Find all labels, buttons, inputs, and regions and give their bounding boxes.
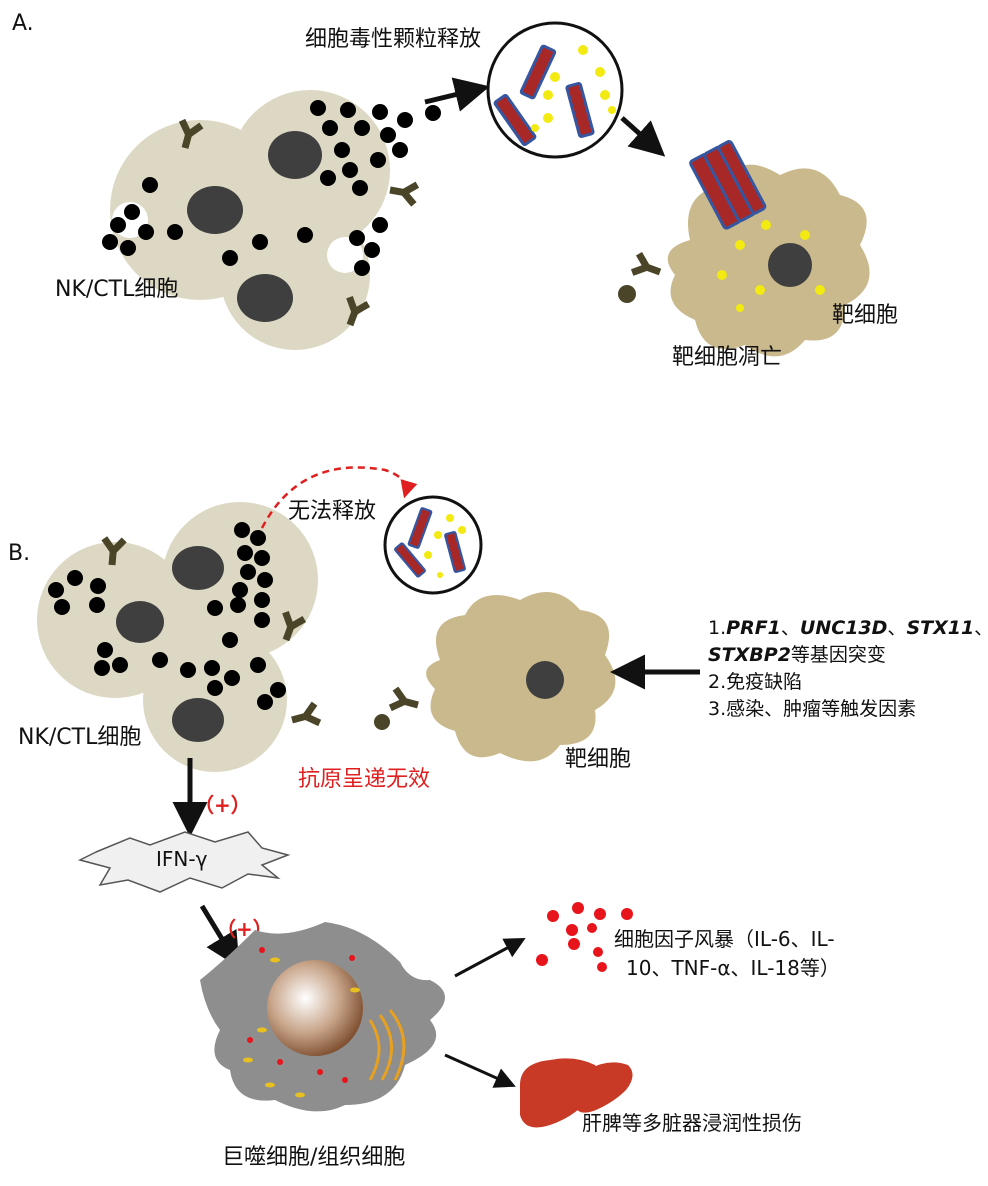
panel-a-target-cell [618, 140, 870, 357]
panel-a-target-label: 靶细胞 [832, 303, 898, 328]
cytokine-line-2: 10、TNF-α、IL-18等） [626, 956, 840, 980]
nucleus [172, 698, 224, 742]
panel-b-label: B. [8, 541, 30, 566]
nk-cell [220, 200, 370, 350]
plus-label-1: （+） [194, 793, 251, 817]
nucleus [172, 546, 224, 590]
arrow-ifn-to-macrophage [199, 904, 240, 968]
panel-a-apoptosis-label: 靶细胞凋亡 [672, 345, 782, 370]
nucleus [116, 601, 164, 643]
panel-b-granule-dots [48, 522, 286, 710]
arrow-to-organs [444, 1053, 516, 1088]
panel-b-nk-label: NK/CTL细胞 [18, 725, 141, 750]
factor-line-1: 1.PRF1、UNC13D、STX11、 [708, 617, 988, 639]
organ-label: 肝脾等多脏器浸润性损伤 [582, 1111, 802, 1135]
factor-line-3: 2.免疫缺陷 [708, 671, 802, 693]
panel-b-no-release-label: 无法释放 [288, 499, 376, 524]
liver-spleen-icon [520, 1058, 633, 1128]
nucleus [187, 186, 243, 234]
panel-a-label: A. [12, 11, 34, 36]
panel-b-target-cell [374, 592, 616, 762]
macrophage-cell [200, 922, 445, 1112]
arrow-to-granules [424, 77, 490, 112]
cytokine-dots [536, 902, 633, 972]
panel-a-release-label: 细胞毒性颗粒释放 [305, 27, 481, 52]
panel-a-nk-cell-cluster [110, 90, 390, 350]
dashed-arrow-no-release [260, 466, 418, 529]
ifn-label: IFN-γ [156, 847, 208, 871]
nucleus [237, 274, 293, 322]
cell-notch [327, 237, 363, 273]
macrophage-label: 巨噬细胞/组织细胞 [222, 1145, 405, 1170]
factor-line-4: 3.感染、肿瘤等触发因素 [708, 698, 916, 720]
nk-cell [162, 502, 318, 658]
panel-b-target-label: 靶细胞 [565, 747, 631, 772]
panel-b-factor-list: 1.PRF1、UNC13D、STX11、 STXBP2等基因突变 2.免疫缺陷 … [708, 617, 988, 720]
factor-line-2: STXBP2等基因突变 [708, 644, 886, 666]
cytokine-line-1: 细胞因子风暴（IL-6、IL- [614, 927, 835, 951]
panel-a-granule-dots [102, 100, 441, 276]
arrow-to-cytokines [454, 938, 526, 978]
nucleus [268, 131, 322, 179]
panel-a-granule-circle [486, 21, 624, 159]
panel-a-nk-label: NK/CTL细胞 [55, 277, 178, 302]
panel-b-antigen-label: 抗原呈递无效 [298, 767, 430, 792]
arrow-to-target [620, 116, 666, 157]
ifn-burst: IFN-γ [77, 831, 291, 893]
panel-b-granule-circle [383, 495, 483, 595]
